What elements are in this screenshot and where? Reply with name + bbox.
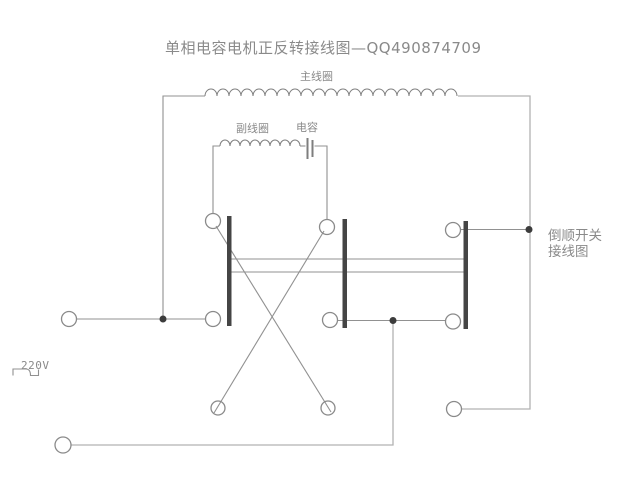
switch-label-line2: 接线图 <box>548 243 589 260</box>
ac-wave-icon <box>12 368 40 377</box>
right-loop-wire <box>458 95 531 410</box>
terminal-switch-top-left <box>204 212 222 230</box>
bottom-supply-wire <box>71 321 394 446</box>
aux-coil-label: 副线圈 <box>236 121 269 135</box>
junction-dot-left <box>159 315 167 323</box>
terminal-switch-bottom-middle <box>321 311 339 329</box>
terminal-switch-bottom-left <box>204 310 222 328</box>
switch-bar-left <box>227 216 232 326</box>
junction-dot-bottom <box>389 317 397 324</box>
terminal-motor-lead-middle <box>320 400 336 416</box>
voltage-label: 220V <box>21 359 50 372</box>
junction-dot-right <box>525 226 533 233</box>
aux-coil <box>219 139 301 147</box>
terminal-switch-top-right <box>444 221 462 239</box>
switch-label-line1: 倒顺开关 <box>548 228 602 244</box>
cross-wire-left-to-right <box>215 225 332 413</box>
page-title: 单相电容电机正反转接线图—QQ490874709 <box>165 39 482 57</box>
capacitor-right-lead-wire <box>314 145 328 220</box>
terminal-supply-bottom <box>54 436 72 454</box>
terminal-switch-bottom-right <box>444 313 462 330</box>
capacitor-label: 电容 <box>296 120 318 134</box>
main-coil-label: 主线圈 <box>300 69 333 83</box>
terminal-motor-lead-right <box>445 400 463 418</box>
switch-bar-right <box>463 221 468 329</box>
main-coil <box>204 88 458 97</box>
terminal-supply-left <box>60 310 78 328</box>
main-coil-left-lead-wire <box>162 95 205 319</box>
aux-coil-left-lead-wire <box>212 145 220 214</box>
cross-wire-right-to-left <box>213 230 325 414</box>
terminal-switch-top-middle <box>318 218 336 236</box>
terminal-motor-lead-left <box>210 400 226 416</box>
switch-bar-middle <box>342 219 347 328</box>
